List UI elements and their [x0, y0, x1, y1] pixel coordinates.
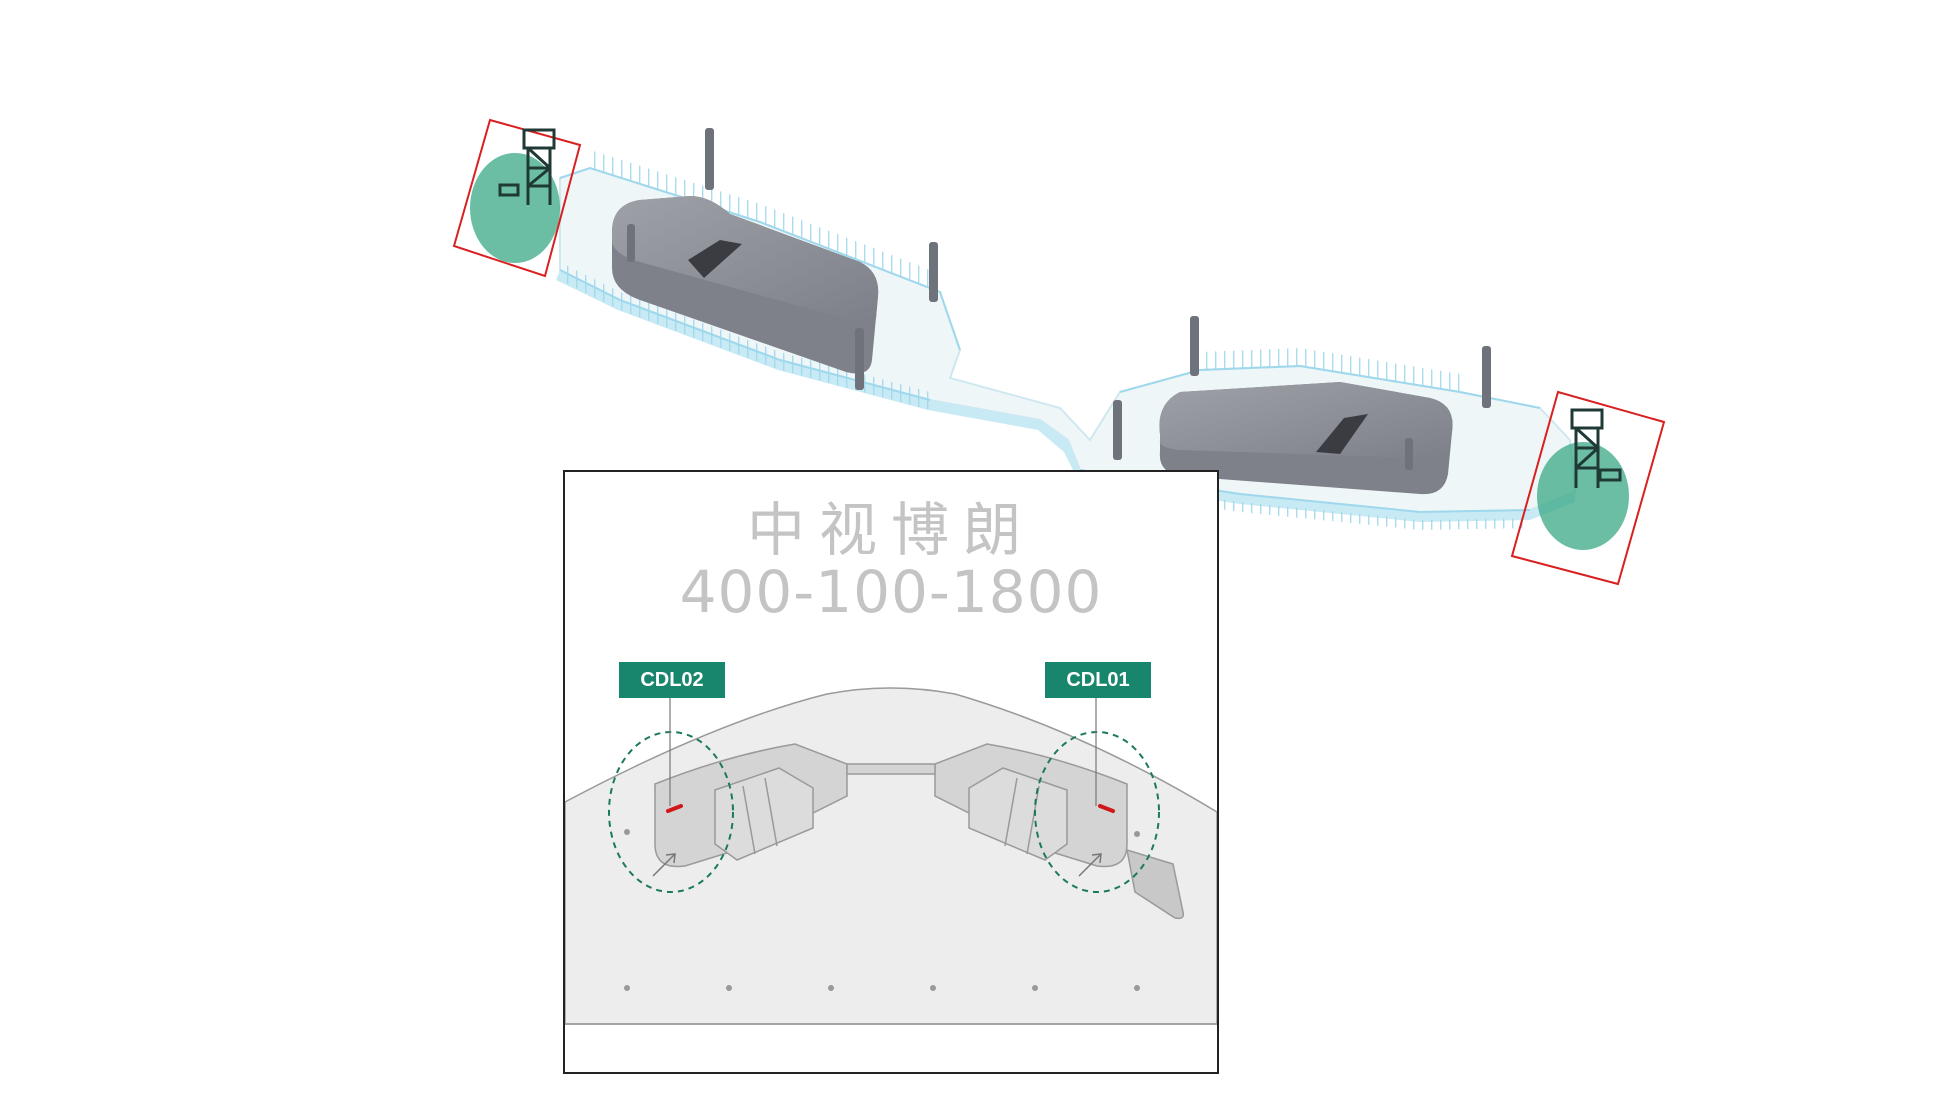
crane-tower-icon — [498, 128, 556, 205]
tag-cdl01: CDL01 — [1045, 662, 1151, 698]
crane-tower-icon — [1570, 408, 1622, 488]
zone-marker-left — [452, 118, 582, 278]
posts — [627, 128, 1491, 470]
platform-right — [1159, 382, 1453, 495]
floor-dots — [624, 829, 1140, 991]
arrow-icon — [652, 853, 1102, 877]
inset-platforms — [654, 743, 1185, 920]
zone-marker-right — [1510, 390, 1666, 586]
railing — [559, 150, 1541, 530]
tag-cdl02: CDL02 — [619, 662, 725, 698]
focus-circles — [608, 731, 1160, 893]
platform-left — [612, 196, 879, 374]
leader-lines — [669, 698, 1097, 806]
sensor-marks — [666, 804, 1115, 813]
inset-panel — [563, 470, 1219, 1074]
